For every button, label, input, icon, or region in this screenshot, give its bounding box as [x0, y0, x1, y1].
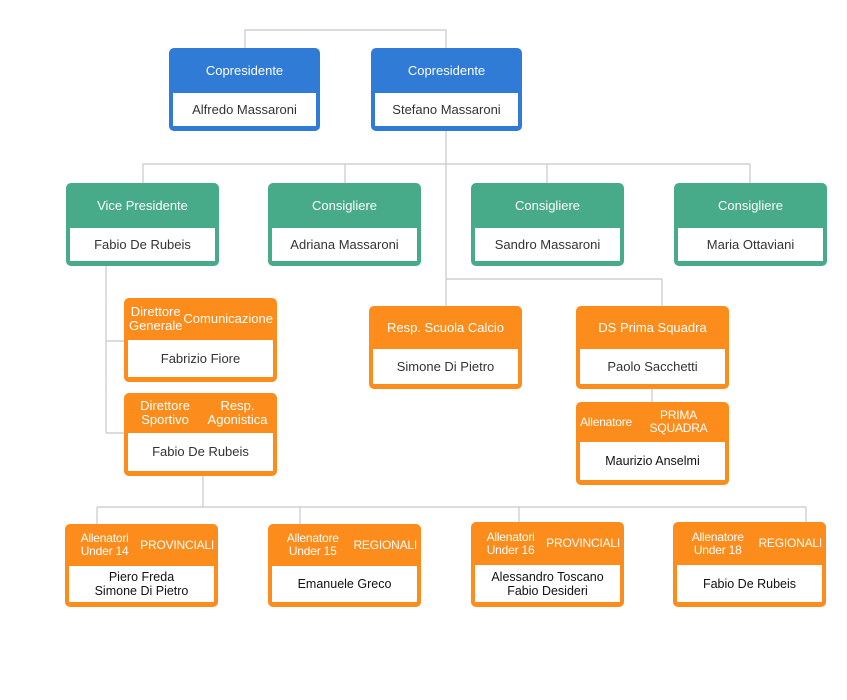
- role-line: Allenatore: [580, 414, 633, 429]
- ds-first-team-node: DS Prima Squadra Paolo Sacchetti: [576, 306, 729, 389]
- node-role: DS Prima Squadra: [598, 319, 707, 335]
- role-line: REGIONALI: [758, 536, 822, 550]
- connector-copresidents: [244, 29, 447, 48]
- node-role: Allenatori Under 16 PROVINCIALI: [475, 522, 621, 565]
- role-line: Allenatori Under 14: [80, 531, 129, 558]
- role-line: Allenatore Under 15: [286, 531, 339, 558]
- node-person: Alfredo Massaroni: [173, 93, 316, 126]
- node-role: Allenatori Under 14 PROVINCIALI: [69, 524, 215, 566]
- node-person: Stefano Massaroni: [375, 93, 518, 126]
- role-line: Resp. Agonistica: [207, 398, 268, 427]
- person-line: Piero Freda: [108, 570, 175, 584]
- coach-node: Allenatore Under 18 REGIONALI Fabio De R…: [673, 522, 826, 607]
- node-role: Direttore Sportivo Resp. Agonistica: [128, 393, 273, 433]
- person-line: Emanuele Greco: [297, 577, 392, 591]
- node-person: Alessandro Toscano Fabio Desideri: [475, 565, 620, 602]
- council-member-node: Consigliere Sandro Massaroni: [471, 183, 624, 266]
- node-role: Allenatore Under 18 REGIONALI: [677, 522, 823, 565]
- node-person: Simone Di Pietro: [373, 349, 518, 384]
- vice-president-node: Vice Presidente Fabio De Rubeis: [66, 183, 219, 266]
- coach-node: Allenatori Under 16 PROVINCIALI Alessand…: [471, 522, 624, 607]
- council-member-node: Consigliere Maria Ottaviani: [674, 183, 827, 266]
- copresident-left-node: Copresidente Alfredo Massaroni: [169, 48, 320, 131]
- person-line: Alessandro Toscano: [491, 569, 604, 584]
- person-line: Fabio Desideri: [507, 583, 588, 598]
- connector-ds-first: [446, 278, 663, 306]
- role-line: REGIONALI: [353, 537, 417, 552]
- node-person: Emanuele Greco: [272, 566, 417, 602]
- node-role: Consigliere: [717, 197, 784, 213]
- copresident-right-node: Copresidente Stefano Massaroni: [371, 48, 522, 131]
- coach-node: Allenatore Under 15 REGIONALI Emanuele G…: [268, 524, 421, 607]
- node-role: Consigliere: [514, 197, 581, 213]
- node-role: Resp. Scuola Calcio: [386, 319, 505, 335]
- first-team-coach-node: Allenatore PRIMA SQUADRA Maurizio Anselm…: [576, 402, 729, 485]
- role-line: Comunicazione: [183, 311, 273, 326]
- role-line: Direttore Sportivo: [140, 398, 190, 427]
- node-person: Paolo Sacchetti: [580, 349, 725, 384]
- role-line: Direttore Generale: [128, 304, 183, 333]
- node-role: Consigliere: [311, 197, 378, 213]
- person-line: Fabio De Rubeis: [702, 576, 797, 591]
- node-person: Fabio De Rubeis: [70, 228, 215, 261]
- role-line: PROVINCIALI: [546, 536, 620, 550]
- node-person: Maria Ottaviani: [678, 228, 823, 261]
- node-role: Copresidente: [205, 62, 284, 78]
- node-person: Piero Freda Simone Di Pietro: [69, 566, 214, 602]
- node-role: Vice Presidente: [97, 197, 188, 213]
- node-role: Allenatore Under 15 REGIONALI: [272, 524, 418, 566]
- node-person: Adriana Massaroni: [272, 228, 417, 261]
- council-member-node: Consigliere Adriana Massaroni: [268, 183, 421, 266]
- coach-node: Allenatori Under 14 PROVINCIALI Piero Fr…: [65, 524, 218, 607]
- role-line: PRIMA SQUADRA: [649, 408, 708, 435]
- node-role: Allenatore PRIMA SQUADRA: [580, 402, 725, 442]
- general-director-node: Direttore Generale Comunicazione Fabrizi…: [124, 298, 277, 382]
- role-line: Allenatore Under 18: [691, 529, 744, 557]
- role-line: PROVINCIALI: [140, 537, 214, 552]
- node-role: Copresidente: [407, 62, 486, 78]
- node-person: Fabio De Rubeis: [677, 565, 822, 602]
- node-person: Fabrizio Fiore: [128, 340, 273, 377]
- node-role: Direttore Generale Comunicazione: [128, 298, 273, 340]
- sporting-director-node: Direttore Sportivo Resp. Agonistica Fabi…: [124, 393, 277, 476]
- football-school-node: Resp. Scuola Calcio Simone Di Pietro: [369, 306, 522, 389]
- role-line: Allenatori Under 16: [486, 529, 535, 557]
- person-line: Simone Di Pietro: [94, 584, 189, 598]
- node-person: Sandro Massaroni: [475, 228, 620, 261]
- node-person: Maurizio Anselmi: [580, 442, 725, 480]
- node-person: Fabio De Rubeis: [128, 433, 273, 471]
